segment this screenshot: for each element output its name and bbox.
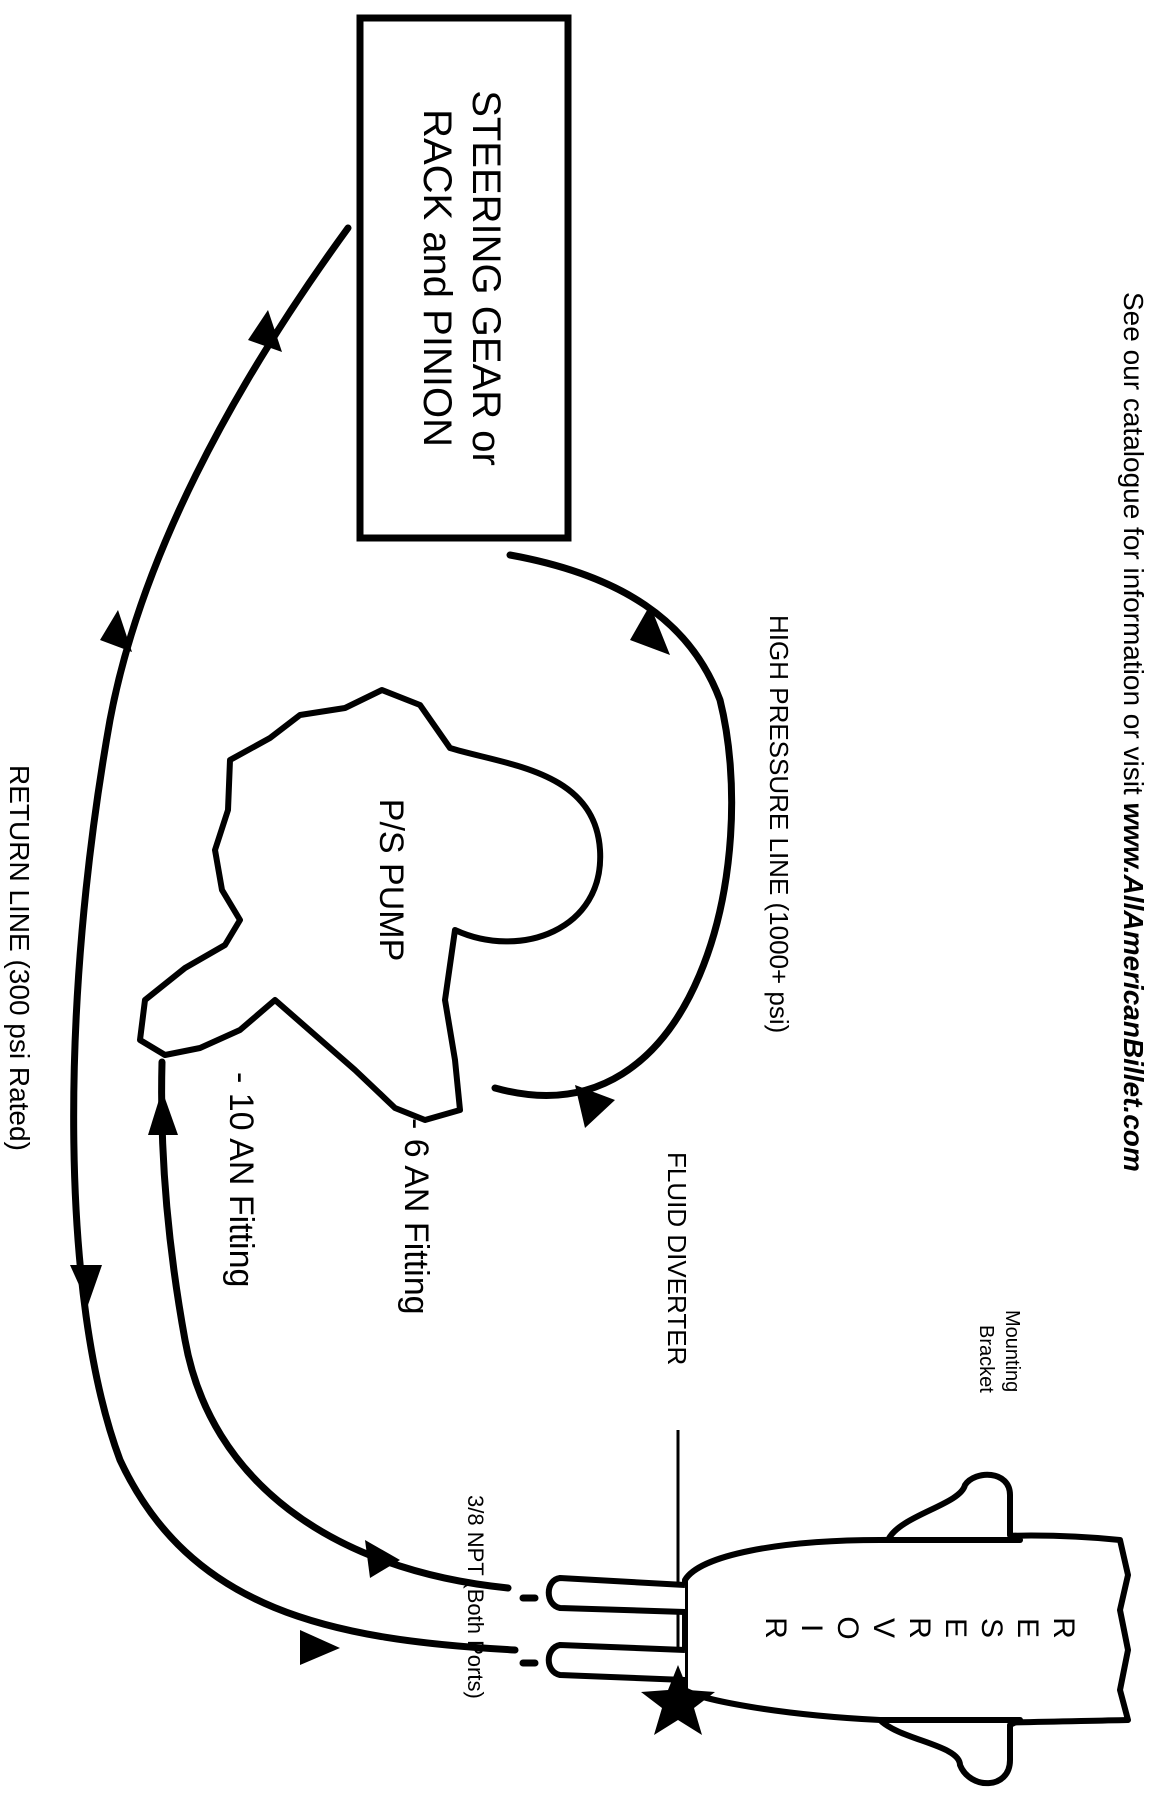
steering-gear-box: [356, 14, 572, 542]
mounting-bracket-top: [877, 1471, 1023, 1543]
high-pressure-arrow-2: [575, 1085, 615, 1128]
reservoir-letter: I: [795, 1624, 828, 1632]
reservoir-letter: R: [759, 1617, 792, 1639]
supply-arrow-1: [148, 1090, 178, 1135]
reservoir-letter: O: [831, 1616, 864, 1639]
ps-pump-shape: [137, 687, 604, 1123]
catalogue-note-prefix: See our catalogue for information or vis…: [1118, 292, 1149, 802]
reservoir-letter: E: [1011, 1618, 1044, 1638]
mounting-label-2: Bracket: [975, 1325, 997, 1393]
return-line-label: RETURN LINE (300 psi Rated): [4, 765, 35, 1151]
mounting-label-1: Mounting: [1001, 1310, 1023, 1392]
ps-pump-label: P/S PUMP: [372, 799, 410, 961]
reservoir-port-lower: [545, 1642, 686, 1683]
website-link[interactable]: www.AllAmericanBillet.com: [1118, 802, 1149, 1171]
reservoir-port-upper: [545, 1575, 686, 1615]
fitting-6an-label: - 6 AN Fitting: [397, 1118, 435, 1315]
high-pressure-label: HIGH PRESSURE LINE (1000+ psi): [764, 615, 794, 1033]
supply-arrow-2: [365, 1540, 400, 1578]
fluid-diverter-star: [641, 1665, 715, 1735]
return-arrow-1: [248, 310, 282, 352]
rack-and-pinion-label: RACK and PINION: [415, 109, 459, 447]
steering-gear-label: STEERING GEAR or: [464, 90, 508, 466]
reservoir-letters: R E S E R V O I R: [759, 1616, 1080, 1639]
high-pressure-arrow-1: [630, 605, 670, 655]
reservoir-letter: R: [903, 1617, 936, 1639]
reservoir-letter: R: [1047, 1617, 1080, 1639]
catalogue-note: See our catalogue for information or vis…: [1118, 292, 1149, 1172]
mounting-bracket-bottom: [877, 1717, 1023, 1787]
supply-line: [158, 1058, 512, 1592]
return-line: [70, 224, 519, 1654]
fitting-10an-label: - 10 AN Fitting: [222, 1072, 260, 1287]
return-arrow-4: [300, 1630, 340, 1665]
high-pressure-line: [491, 551, 736, 1099]
return-arrow-3: [70, 1265, 102, 1305]
reservoir-letter: E: [939, 1618, 972, 1638]
reservoir-body: [682, 1532, 1131, 1726]
return-arrow-2: [100, 610, 132, 652]
reservoir-letter: S: [975, 1618, 1008, 1638]
npt-label: 3/8 NPT (Both Ports): [463, 1495, 488, 1699]
fluid-diverter-label: FLUID DIVERTER: [662, 1152, 692, 1365]
reservoir-letter: V: [867, 1618, 900, 1638]
